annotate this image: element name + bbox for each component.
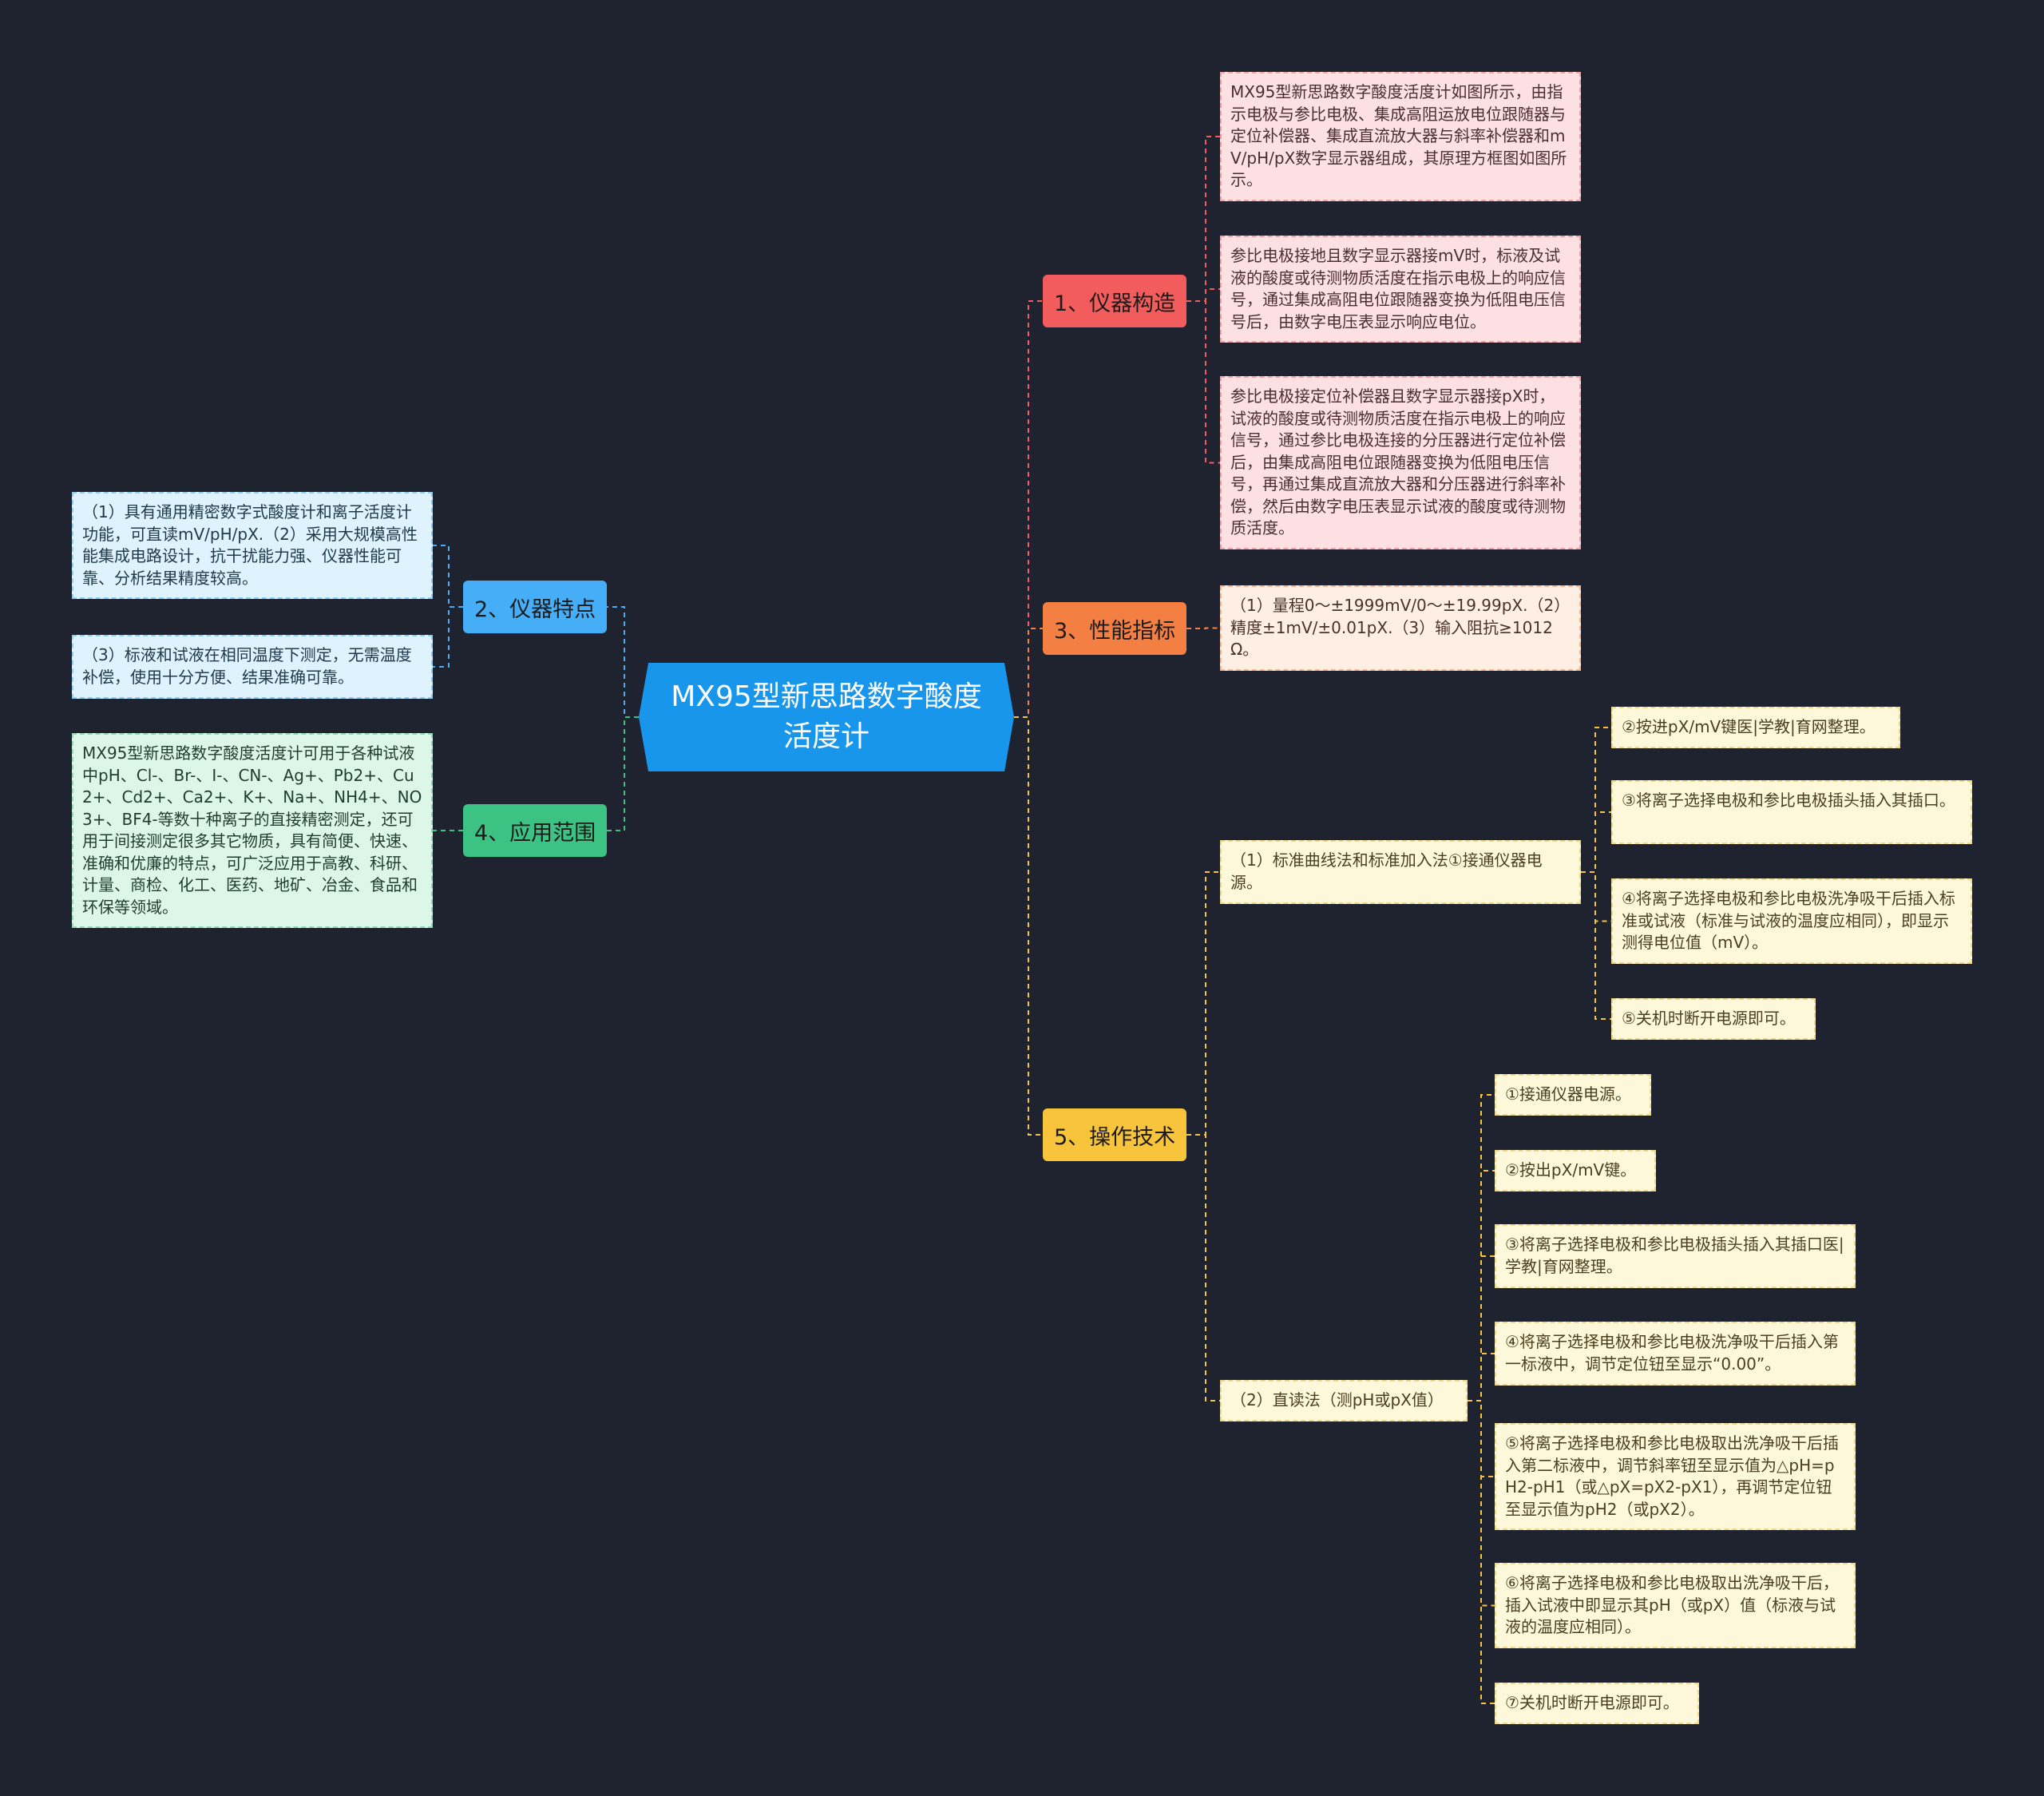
- step-second-standard[interactable]: ⑤将离子选择电极和参比电极取出洗净吸干后插入第二标液中，调节斜率钮至显示值为△p…: [1495, 1423, 1856, 1530]
- step-press-px-mv-out[interactable]: ②按出pX/mV键。: [1495, 1150, 1656, 1191]
- step-insert-plugs[interactable]: ③将离子选择电极和参比电极插头插入其插口。: [1611, 780, 1972, 844]
- leaf-standard-curve-method[interactable]: （1）标准曲线法和标准加入法①接通仪器电源。: [1220, 840, 1581, 904]
- leaf-direct-reading-method[interactable]: （2）直读法（测pH或pX值）: [1220, 1380, 1468, 1421]
- branch-operation-technique[interactable]: 5、操作技术: [1043, 1108, 1187, 1161]
- step-power-off[interactable]: ⑤关机时断开电源即可。: [1611, 998, 1816, 1040]
- branch-performance-specs[interactable]: 3、性能指标: [1043, 602, 1187, 655]
- leaf-structure-overview[interactable]: MX95型新思路数字酸度活度计如图所示，由指示电极与参比电极、集成高阻运放电位跟…: [1220, 72, 1581, 201]
- step-measure-sample[interactable]: ⑥将离子选择电极和参比电极取出洗净吸干后，插入试液中即显示其pH（或pX）值（标…: [1495, 1563, 1856, 1648]
- step-press-px-mv-in[interactable]: ②按进pX/mV键医|学教|育网整理。: [1611, 707, 1900, 748]
- leaf-features-3[interactable]: （3）标液和试液在相同温度下测定，无需温度补偿，使用十分方便、结果准确可靠。: [72, 635, 433, 699]
- step-insert-electrodes-standard[interactable]: ④将离子选择电极和参比电极洗净吸干后插入标准或试液（标准与试液的温度应相同），即…: [1611, 878, 1972, 964]
- step-power-off-direct[interactable]: ⑦关机时断开电源即可。: [1495, 1683, 1699, 1724]
- step-power-on[interactable]: ①接通仪器电源。: [1495, 1074, 1651, 1116]
- leaf-performance-specs[interactable]: （1）量程0～±1999mV/0～±19.99pX.（2）精度±1mV/±0.0…: [1220, 585, 1581, 671]
- leaf-structure-px-mode[interactable]: 参比电极接定位补偿器且数字显示器接pX时，试液的酸度或待测物质活度在指示电极上的…: [1220, 376, 1581, 549]
- step-insert-plugs-direct[interactable]: ③将离子选择电极和参比电极插头插入其插口医|学教|育网整理。: [1495, 1224, 1856, 1288]
- step-first-standard[interactable]: ④将离子选择电极和参比电极洗净吸干后插入第一标液中，调节定位钮至显示“0.00”…: [1495, 1322, 1856, 1386]
- branch-instrument-features[interactable]: 2、仪器特点: [463, 581, 608, 633]
- leaf-structure-mv-mode[interactable]: 参比电极接地且数字显示器接mV时，标液及试液的酸度或待测物质活度在指示电极上的响…: [1220, 236, 1581, 343]
- branch-instrument-structure[interactable]: 1、仪器构造: [1043, 275, 1187, 327]
- leaf-features-1-2[interactable]: （1）具有通用精密数字式酸度计和离子活度计功能，可直读mV/pH/pX.（2）采…: [72, 492, 433, 599]
- leaf-application-scope[interactable]: MX95型新思路数字酸度活度计可用于各种试液中pH、Cl-、Br-、I-、CN-…: [72, 733, 433, 928]
- branch-application-scope[interactable]: 4、应用范围: [463, 804, 608, 857]
- central-topic[interactable]: MX95型新思路数字酸度活度计: [639, 663, 1014, 771]
